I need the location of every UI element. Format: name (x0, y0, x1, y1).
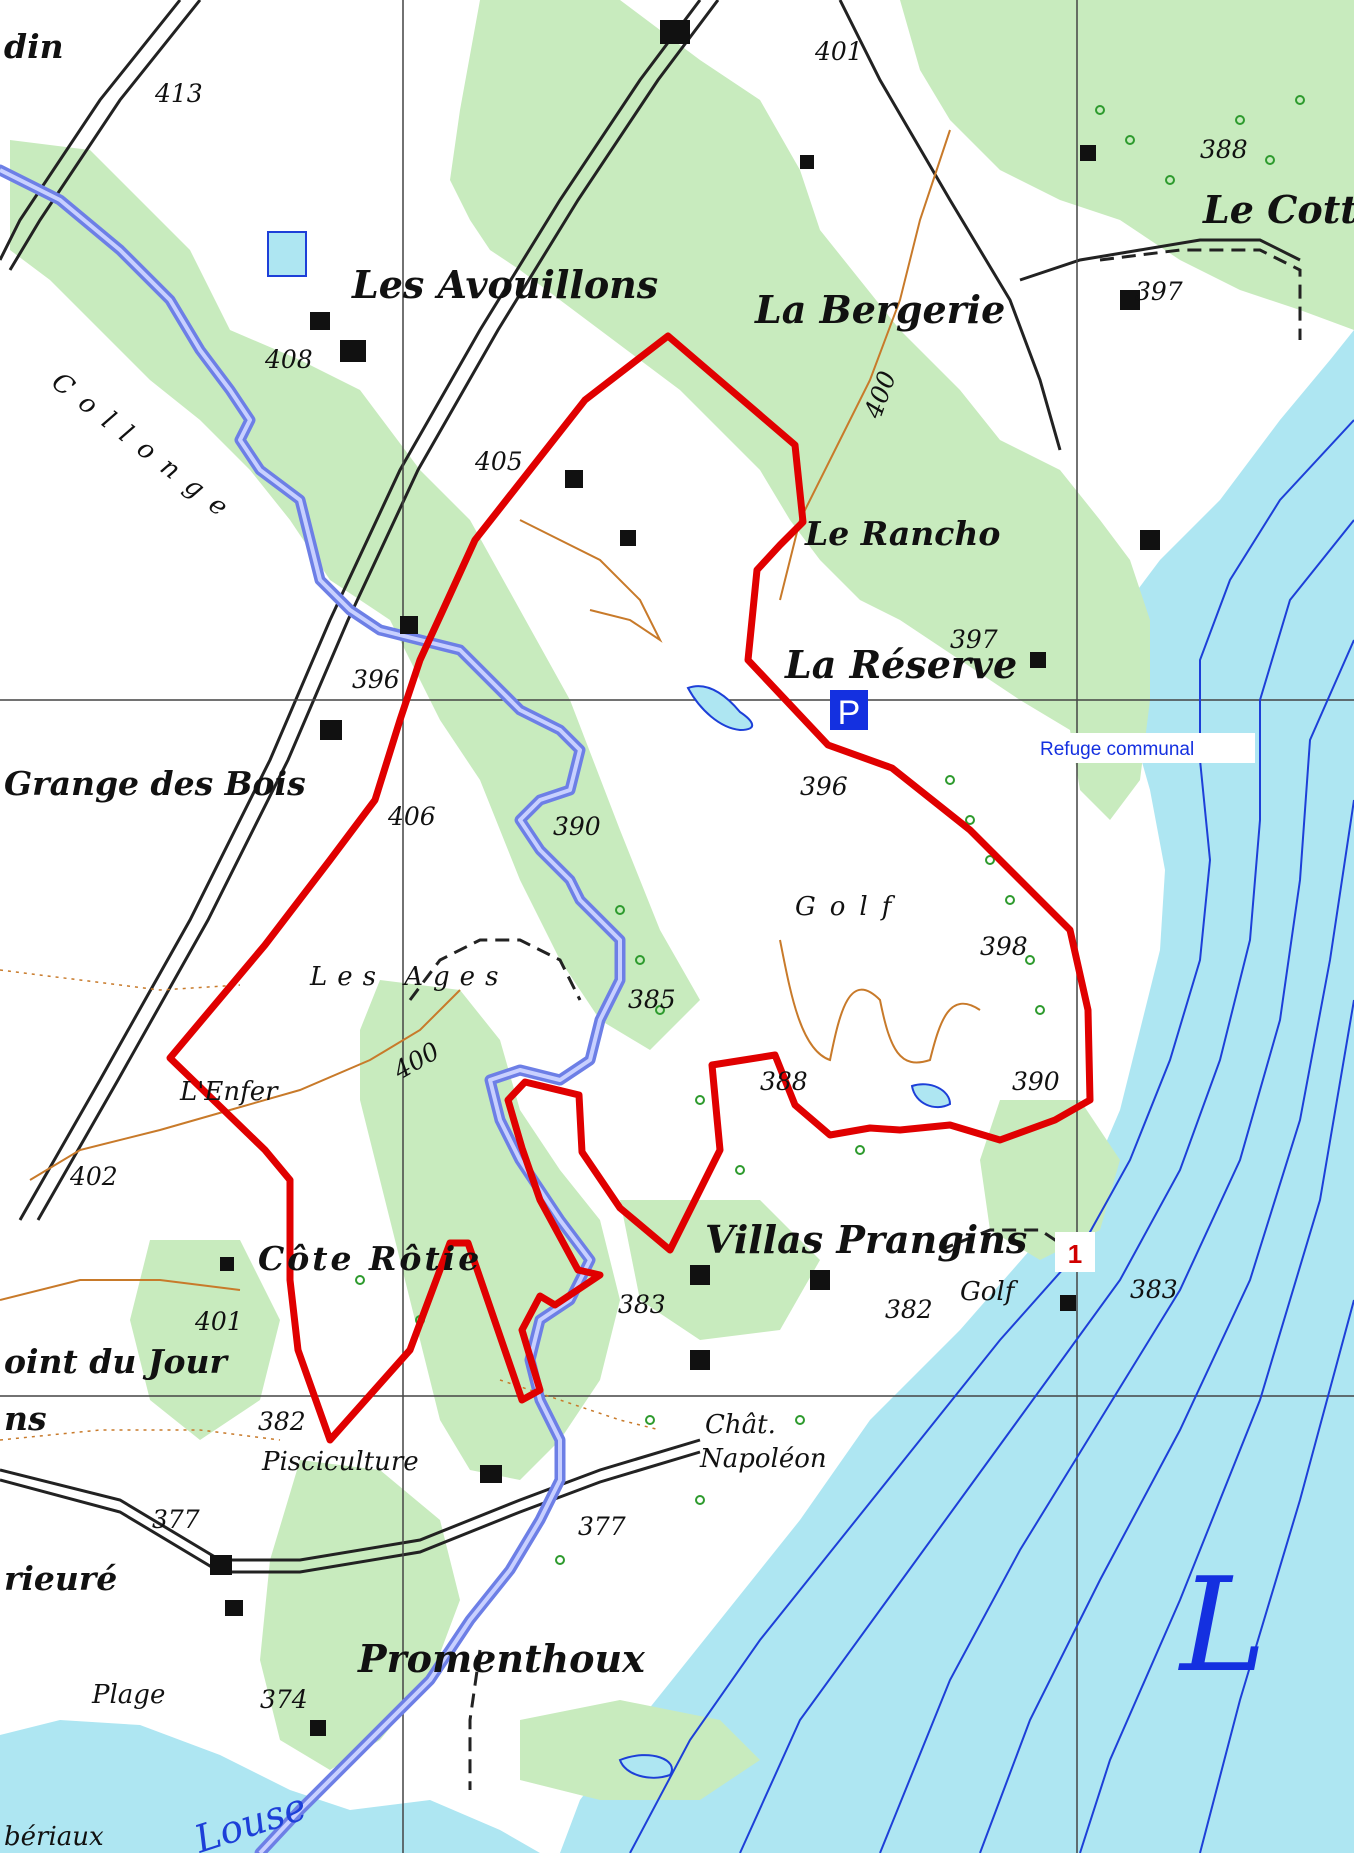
place-bergerie: La Bergerie (754, 287, 1005, 332)
river-highlight (0, 168, 622, 1853)
place-promenthoux: Promenthoux (357, 1636, 646, 1681)
lake-letter: L (1178, 1549, 1266, 1701)
alt-401: 401 (194, 1307, 243, 1336)
footpaths (408, 248, 1302, 1790)
alt-405: 405 (474, 447, 523, 476)
place-pisciculture: Pisciculture (261, 1447, 419, 1477)
parking-label: P (838, 694, 861, 732)
alt-401-top: 401 (814, 37, 863, 66)
marker-1-label: 1 (1068, 1239, 1082, 1269)
place-plage: Plage (91, 1680, 165, 1710)
alt-398: 398 (980, 932, 1028, 961)
alt-383b: 383 (1130, 1275, 1178, 1304)
refuge-callout[interactable]: Refuge communal (1030, 733, 1255, 763)
place-grange: Grange des Bois (4, 764, 306, 803)
alt-388b: 388 (760, 1067, 808, 1096)
place-chat: Chât. (705, 1410, 776, 1440)
place-avouillons: Les Avouillons (351, 262, 658, 307)
alt-396a: 396 (352, 665, 400, 694)
place-prieure: rieuré (4, 1559, 117, 1598)
marker-1[interactable]: 1 (1055, 1232, 1095, 1272)
place-beriaux: bériaux (4, 1822, 104, 1852)
lake-area-sw (0, 1720, 540, 1853)
parking-marker[interactable]: P (830, 690, 868, 732)
alt-390a: 390 (553, 812, 601, 841)
alt-383a: 383 (618, 1290, 666, 1319)
roads (0, 0, 1301, 1574)
alt-377a: 377 (152, 1505, 200, 1534)
lake-area (560, 330, 1354, 1853)
alt-382b: 382 (258, 1407, 306, 1436)
place-enfer: L'Enfer (179, 1077, 279, 1107)
altitude-labels: 413 401 388 397 408 405 397 396 406 390 … (69, 37, 1248, 1714)
alt-406: 406 (387, 802, 436, 831)
alt-382a: 382 (885, 1295, 933, 1324)
place-cote-rotie: Côte Rôtie (258, 1239, 482, 1278)
contour-dotted (0, 969, 661, 1441)
place-rancho: Le Rancho (804, 514, 1000, 553)
alt-408: 408 (264, 345, 313, 374)
buildings (210, 20, 1160, 1736)
place-din: din (4, 27, 64, 66)
alt-385: 385 (628, 985, 676, 1014)
place-reserve: La Réserve (784, 642, 1017, 687)
place-ages: Les Ages (309, 962, 508, 992)
lake-contours (629, 419, 1354, 1853)
place-cottage: Le Cotta (1202, 187, 1354, 232)
refuge-label: Refuge communal (1040, 739, 1194, 760)
alt-402: 402 (69, 1162, 118, 1191)
reserve-perimeter (166, 332, 1094, 1444)
place-golf-2: Golf (960, 1277, 1019, 1307)
place-ns: ns (4, 1399, 47, 1438)
place-golf: Golf (795, 892, 905, 922)
ponds (267, 231, 952, 1779)
alt-388: 388 (1200, 135, 1248, 164)
alt-390b: 390 (1012, 1067, 1060, 1096)
place-napoleon: Napoléon (699, 1444, 827, 1474)
alt-396b: 396 (800, 772, 848, 801)
alt-377b: 377 (578, 1512, 626, 1541)
alt-397a: 397 (1135, 277, 1183, 306)
alt-374: 374 (260, 1685, 308, 1714)
place-point-jour: oint du Jour (4, 1342, 229, 1381)
alt-397b: 397 (950, 625, 998, 654)
alt-413: 413 (154, 79, 203, 108)
place-villas: Villas Prangins (705, 1217, 1027, 1262)
